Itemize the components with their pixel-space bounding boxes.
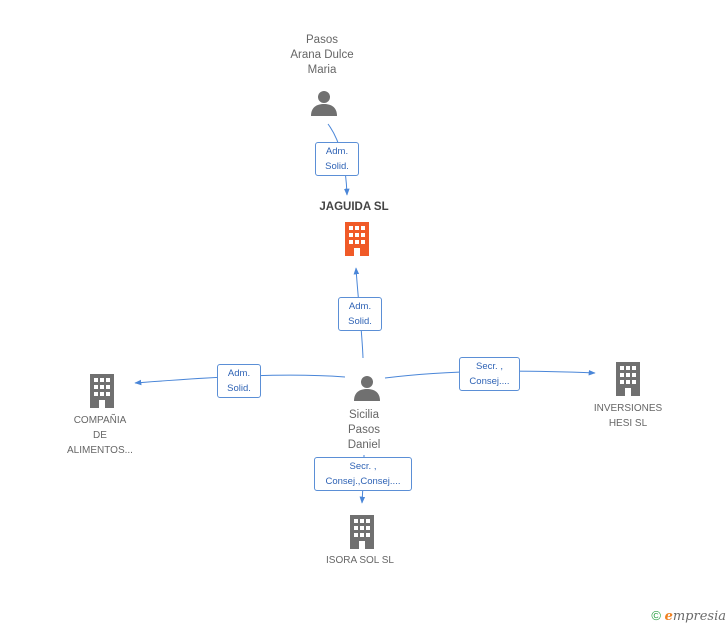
building-icon[interactable] (87, 374, 117, 408)
building-icon[interactable] (347, 515, 377, 549)
copyright-icon: © (651, 608, 661, 623)
company-label-isora[interactable]: ISORA SOL SL (326, 555, 394, 566)
edge-label-center-jaguida[interactable]: Adm. Solid. (338, 297, 382, 331)
person-icon[interactable] (352, 373, 382, 403)
edge-label-center-compania[interactable]: Adm. Solid. (217, 364, 261, 398)
person-label-pasos-arana[interactable]: Pasos Arana Dulce Maria (290, 34, 354, 76)
building-icon[interactable] (342, 222, 372, 256)
building-icon[interactable] (613, 362, 643, 396)
person-label-sicilia-pasos[interactable]: Sicilia Pasos Daniel (347, 409, 381, 451)
person-icon[interactable] (309, 88, 339, 118)
edge-label-center-isora[interactable]: Secr. , Consej.,Consej.... (314, 457, 412, 491)
company-label-compania[interactable]: COMPAÑIA DE ALIMENTOS... (67, 415, 133, 456)
company-label-inversiones[interactable]: INVERSIONES HESI SL (593, 403, 663, 429)
edge-label-center-inversiones[interactable]: Secr. , Consej.... (459, 357, 520, 391)
empresia-logo[interactable]: © empresia (651, 608, 726, 624)
company-label-jaguida[interactable]: JAGUIDA SL (319, 201, 389, 213)
edge-label-top-jaguida[interactable]: Adm. Solid. (315, 142, 359, 176)
